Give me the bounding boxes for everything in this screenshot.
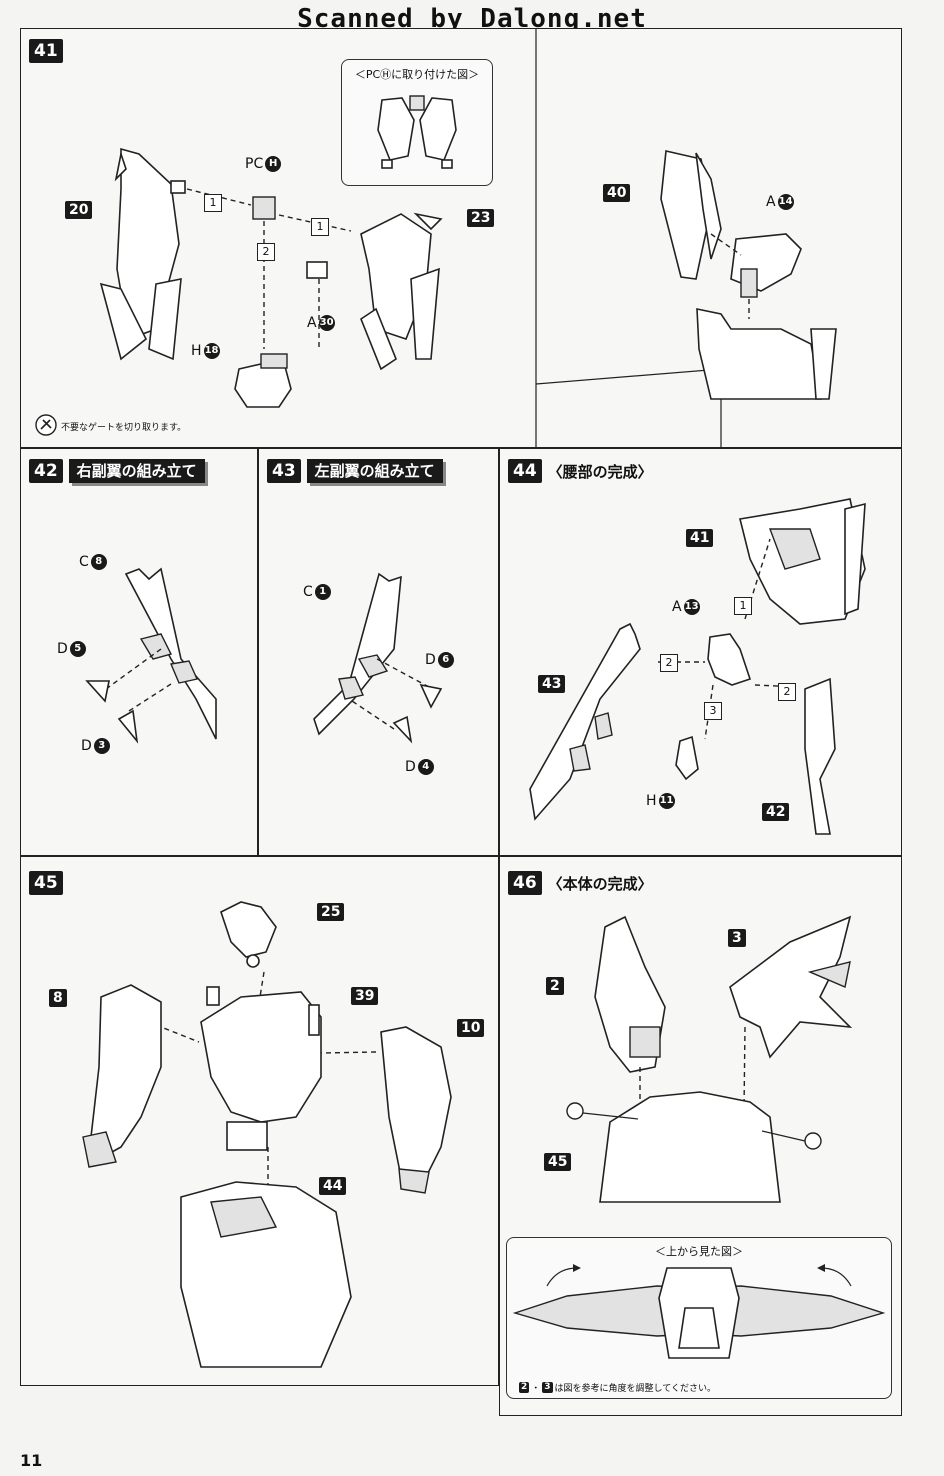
label-number: 3 xyxy=(93,738,110,754)
label-text: D xyxy=(405,759,416,775)
label-text: A xyxy=(672,599,682,615)
angle-note: 2 ・ 3 は図を参考に角度を調整してください。 xyxy=(519,1381,716,1394)
part-tag: 10 xyxy=(457,1019,485,1037)
step-42-illustration xyxy=(85,567,217,744)
nipper-icon xyxy=(35,414,57,436)
a30-label: A 30 xyxy=(307,315,335,331)
step-number: 43 xyxy=(267,459,301,483)
part-tag: 39 xyxy=(351,987,379,1005)
pc-h-inset: ＜PCⒽに取り付けた図＞ xyxy=(341,59,493,186)
label-number: 11 xyxy=(658,793,675,809)
label-text: A xyxy=(307,315,317,331)
order-badge: 2 xyxy=(257,243,275,261)
d5-label: D 5 xyxy=(57,641,86,657)
top-view-inset: ＜上から見た図＞ 2 ・ 3 は図を参考に角度を調整してください。 xyxy=(506,1237,892,1399)
step-46-panel: 46 〈本体の完成〉 2 3 45 ＜上から見た図＞ 2 ・ 3 xyxy=(499,856,902,1416)
part-tag: 40 xyxy=(603,184,631,202)
part-tag: 3 xyxy=(728,929,746,947)
a13-label: A 13 xyxy=(672,599,700,615)
part-tag: 44 xyxy=(319,1177,347,1195)
step-45-header: 45 xyxy=(29,871,63,895)
label-number: 8 xyxy=(90,554,107,570)
order-badge: 1 xyxy=(311,218,329,236)
step-title: 左副翼の組み立て xyxy=(306,459,443,483)
step-45-illustration xyxy=(82,901,452,1368)
label-number: 18 xyxy=(203,343,220,359)
step-41-illustration xyxy=(99,29,837,447)
label-number: 1 xyxy=(314,584,331,600)
label-number: H xyxy=(265,156,282,172)
step-title: 〈本体の完成〉 xyxy=(547,874,653,893)
pc-h-label: PC H xyxy=(245,156,282,172)
note-text: は図を参考に角度を調整してください。 xyxy=(554,1384,717,1394)
label-number: 4 xyxy=(417,759,434,775)
part-tag: 43 xyxy=(538,675,566,693)
part-tag: 2 xyxy=(546,977,564,995)
c8-label: C 8 xyxy=(79,554,107,570)
label-text: H xyxy=(646,793,657,809)
label-text: A xyxy=(766,194,776,210)
order-badge: 2 xyxy=(778,683,796,701)
h11-label: H 11 xyxy=(646,793,675,809)
step-number: 41 xyxy=(29,39,63,63)
step-44-header: 44 〈腰部の完成〉 xyxy=(508,459,653,483)
order-badge: 3 xyxy=(704,702,722,720)
note-badge: 2 xyxy=(519,1382,530,1393)
a14-label: A 14 xyxy=(766,194,794,210)
step-41-panel: 41 ＜PCⒽに取り付けた図＞ xyxy=(20,28,902,448)
step-45-panel: 45 25 8 39 10 44 xyxy=(20,856,499,1386)
step-44-panel: 44 〈腰部の完成〉 1 2 2 3 41 43 42 A 13 H 11 xyxy=(499,448,902,856)
note-badge: 3 xyxy=(542,1382,553,1393)
label-text: D xyxy=(425,652,436,668)
order-badge: 1 xyxy=(204,194,222,212)
step-41-header: 41 xyxy=(29,39,63,63)
step-43-illustration xyxy=(313,572,443,744)
step-44-illustration xyxy=(529,498,866,835)
step-number: 44 xyxy=(508,459,542,483)
order-badge: 1 xyxy=(734,597,752,615)
inset-title: ＜上から見た図＞ xyxy=(655,1245,743,1258)
step-title: 〈腰部の完成〉 xyxy=(547,462,653,481)
d6-label: D 6 xyxy=(425,652,454,668)
label-number: 14 xyxy=(777,194,794,210)
step-46-illustration xyxy=(566,915,853,1203)
step-number: 42 xyxy=(29,459,63,483)
inset-title: ＜PCⒽに取り付けた図＞ xyxy=(354,68,480,81)
step-42-header: 42 右副翼の組み立て xyxy=(29,459,205,483)
label-text: C xyxy=(79,554,89,570)
step-43-panel: 43 左副翼の組み立て C 1 D 6 D 4 xyxy=(258,448,499,856)
label-text: D xyxy=(81,738,92,754)
label-number: 13 xyxy=(683,599,700,615)
order-badge: 2 xyxy=(660,654,678,672)
step-title: 右副翼の組み立て xyxy=(68,459,205,483)
label-number: 5 xyxy=(69,641,86,657)
gate-note: 不要なゲートを切り取ります。 xyxy=(61,423,187,433)
d3-label: D 3 xyxy=(81,738,110,754)
step-number: 45 xyxy=(29,871,63,895)
step-46-header: 46 〈本体の完成〉 xyxy=(508,871,653,895)
label-text: C xyxy=(303,584,313,600)
top-view-illustration xyxy=(512,1264,886,1359)
h18-label: H 18 xyxy=(191,343,220,359)
part-tag: 8 xyxy=(49,989,67,1007)
part-tag: 45 xyxy=(544,1153,572,1171)
label-text: H xyxy=(191,343,202,359)
step-42-panel: 42 右副翼の組み立て C 8 D 5 D 3 xyxy=(20,448,258,856)
step-number: 46 xyxy=(508,871,542,895)
part-tag: 25 xyxy=(317,903,345,921)
note-separator: ・ xyxy=(531,1384,541,1394)
label-text: D xyxy=(57,641,68,657)
part-tag: 41 xyxy=(686,529,714,547)
part-tag: 42 xyxy=(762,803,790,821)
step-43-header: 43 左副翼の組み立て xyxy=(267,459,443,483)
label-number: 30 xyxy=(318,315,335,331)
label-number: 6 xyxy=(437,652,454,668)
c1-label: C 1 xyxy=(303,584,331,600)
label-text: PC xyxy=(245,156,264,172)
page-number: 11 xyxy=(20,1451,43,1470)
part-tag: 23 xyxy=(467,209,495,227)
d4-label: D 4 xyxy=(405,759,434,775)
part-tag: 20 xyxy=(65,201,93,219)
inset-illustration xyxy=(377,95,457,169)
